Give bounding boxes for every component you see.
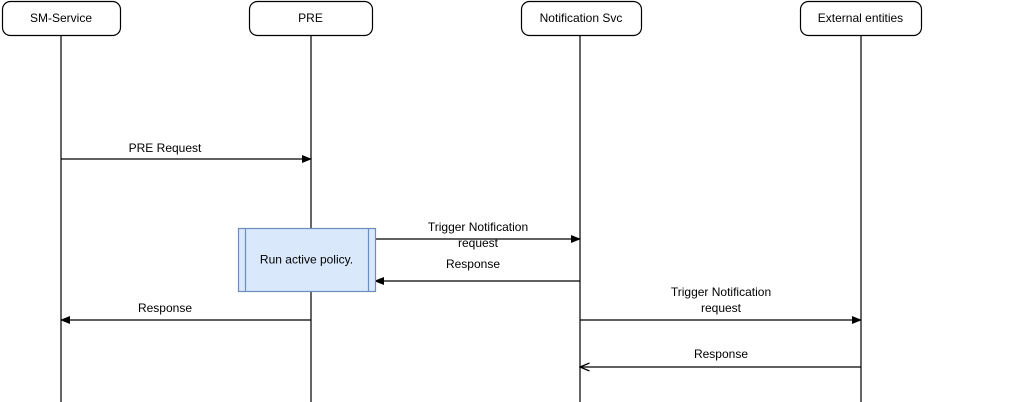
participants-layer: SM-Service PRE Notification Svc External en…: [1, 0, 923, 37]
message-label-response-notification-to-pre: Response: [446, 257, 500, 271]
message-response-pre-to-sm[interactable]: Response: [60, 301, 311, 324]
message-label-response-pre-to-sm: Response: [138, 301, 192, 315]
activation-box-run-active-policy: [237, 227, 377, 293]
message-label-trigger-notification-request-2: Trigger Notification: [671, 285, 771, 299]
message-label-trigger-notification-request-1: request: [458, 236, 499, 250]
activation-run-active-policy[interactable]: Run active policy.: [237, 227, 377, 293]
activation-label-run-active-policy: Run active policy.: [260, 253, 353, 267]
participant-sm-service[interactable]: SM-Service: [1, 0, 122, 37]
message-label-trigger-notification-request-2: request: [701, 301, 742, 315]
participant-external-entities[interactable]: External entities: [799, 0, 923, 37]
participant-label-pre: PRE: [298, 11, 323, 25]
participant-box-notification-svc: [520, 0, 643, 37]
message-response-notification-to-pre[interactable]: Response: [374, 257, 580, 285]
participant-notification-svc[interactable]: Notification Svc: [520, 0, 643, 37]
message-trigger-notification-request-1[interactable]: Trigger Notification request: [375, 220, 581, 250]
participant-box-pre: [248, 0, 374, 37]
message-label-pre-request: PRE Request: [129, 141, 202, 155]
participant-label-sm-service: SM-Service: [30, 11, 92, 25]
participant-label-notification-svc: Notification Svc: [540, 11, 623, 25]
message-label-trigger-notification-request-1: Trigger Notification: [428, 220, 528, 234]
message-pre-request[interactable]: PRE Request: [61, 141, 312, 163]
message-response-external-to-notification[interactable]: Response: [580, 347, 861, 367]
participant-box-sm-service: [1, 0, 122, 37]
participant-label-external-entities: External entities: [818, 11, 903, 25]
message-trigger-notification-request-2[interactable]: Trigger Notification request: [580, 285, 862, 324]
participant-box-external-entities: [799, 0, 923, 37]
lifelines-layer: [60, 35, 862, 402]
participant-pre[interactable]: PRE: [248, 0, 374, 37]
message-label-response-external-to-notification: Response: [694, 347, 748, 361]
activations-layer: Run active policy.: [237, 227, 377, 293]
